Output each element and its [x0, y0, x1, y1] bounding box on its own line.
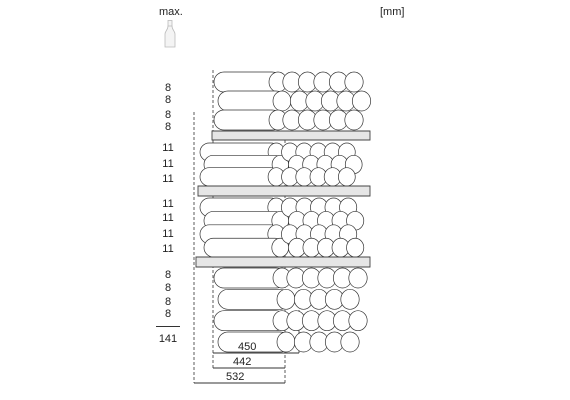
bottle-end	[344, 109, 364, 131]
shelf-middle	[195, 256, 371, 268]
shelf-count-2: 8	[164, 94, 172, 106]
bottle	[203, 237, 290, 258]
dimension-450: 450	[238, 341, 256, 353]
bottle	[213, 71, 288, 93]
shelf-upper	[197, 185, 371, 197]
bottle-end	[340, 288, 360, 310]
bottle-end	[340, 331, 360, 353]
bottle-end	[338, 167, 356, 187]
shelf-count-7: 11	[162, 173, 174, 185]
dimension-442: 442	[233, 356, 251, 368]
total-count: 141	[158, 333, 178, 345]
shelf-count-9: 11	[162, 212, 174, 224]
bottle-end	[348, 267, 368, 289]
bottle	[217, 331, 296, 353]
shelf-count-13: 8	[164, 282, 172, 294]
shelves	[195, 130, 371, 268]
dimension-532: 532	[226, 371, 244, 383]
bottle-end	[351, 90, 372, 112]
total-divider	[156, 326, 180, 327]
shelf-count-4: 8	[164, 121, 172, 133]
shelf-count-8: 11	[162, 198, 174, 210]
shelf-count-15: 8	[164, 308, 172, 320]
bottle	[217, 90, 292, 112]
dimension-lines	[194, 352, 299, 384]
bottle	[213, 267, 292, 289]
shelf-count-12: 8	[164, 269, 172, 281]
bottle-end	[348, 310, 368, 332]
shelf-count-10: 11	[162, 228, 174, 240]
shelf-count-5: 11	[162, 142, 174, 154]
bottle	[213, 310, 292, 332]
bottle-stack	[199, 71, 372, 353]
unit-label: [mm]	[380, 6, 405, 18]
bottle-end	[344, 71, 364, 93]
bottle-icon	[164, 20, 176, 48]
shelf-count-3: 8	[164, 109, 172, 121]
max-label: max.	[159, 6, 183, 18]
shelf-count-6: 11	[162, 158, 174, 170]
bottle-end	[346, 237, 365, 258]
shelf-count-14: 8	[164, 296, 172, 308]
bottle	[199, 167, 285, 187]
bottle	[213, 109, 288, 131]
bottle	[217, 288, 296, 310]
shelf-count-11: 11	[162, 243, 174, 255]
shelf-top	[211, 130, 371, 141]
shelf-count-1: 8	[164, 82, 172, 94]
